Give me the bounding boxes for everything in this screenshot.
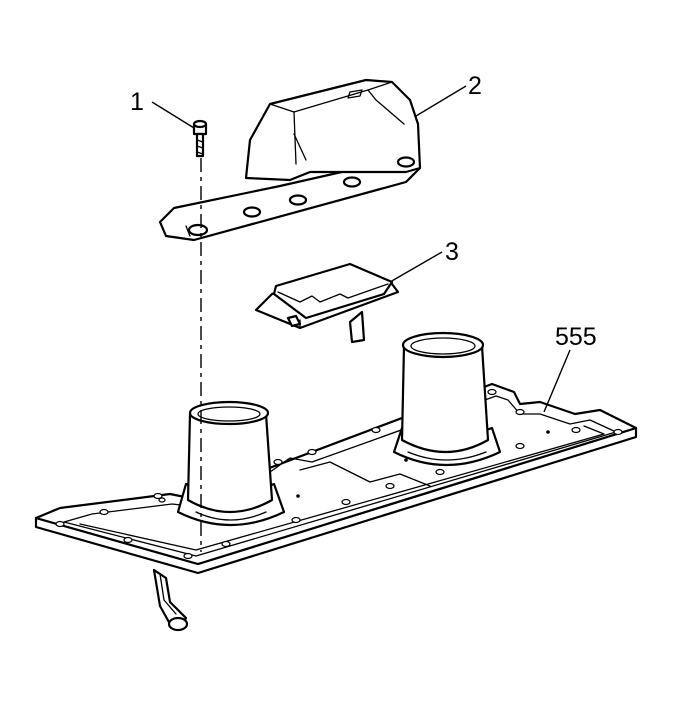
bolt bbox=[192, 119, 208, 158]
cover-bracket bbox=[158, 78, 422, 242]
callout-label-1: 1 bbox=[130, 88, 144, 116]
callout-label-555: 555 bbox=[555, 323, 597, 351]
right-tower bbox=[392, 331, 502, 466]
plate-bolt-holes bbox=[55, 388, 623, 560]
callout-label-2: 2 bbox=[468, 72, 482, 100]
callout-label-3: 3 bbox=[445, 238, 459, 266]
valley-cover-plate bbox=[34, 382, 638, 632]
left-tower bbox=[176, 400, 286, 526]
drain-tube bbox=[152, 568, 189, 632]
cover-bolt-bosses bbox=[187, 156, 416, 237]
callout-555: 555 bbox=[543, 323, 597, 413]
callout-3: 3 bbox=[389, 238, 459, 283]
callout-2: 2 bbox=[415, 72, 482, 117]
insulator-pad bbox=[254, 262, 400, 344]
callout-1: 1 bbox=[130, 88, 195, 129]
